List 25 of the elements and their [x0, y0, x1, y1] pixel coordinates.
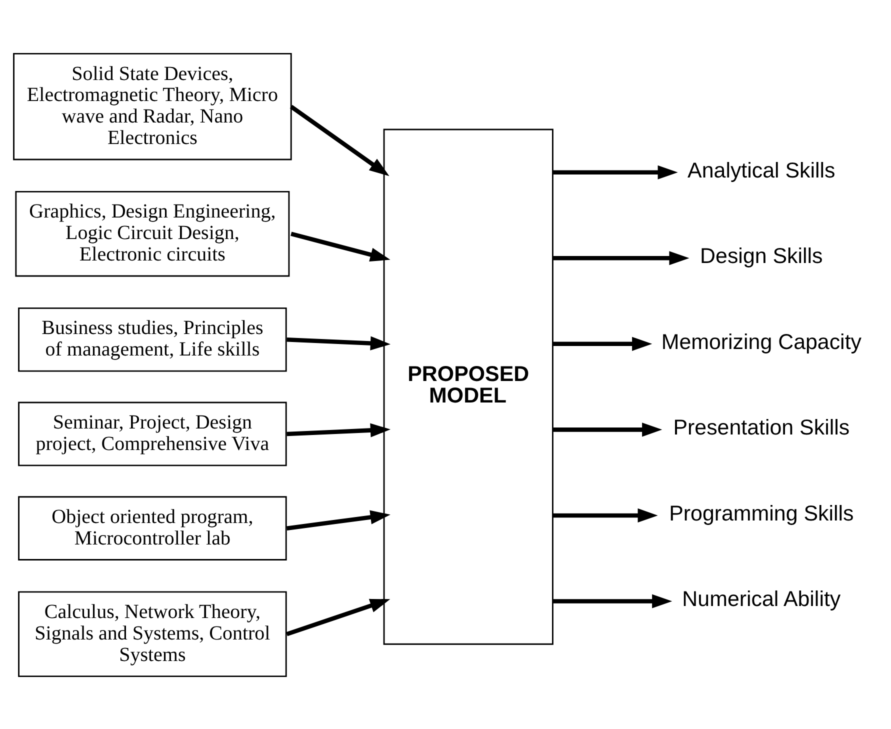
- node-text: Numerical Ability: [682, 586, 841, 611]
- arrow: [286, 598, 390, 636]
- node-text: Memorizing Capacity: [661, 329, 862, 354]
- arrow: [552, 594, 672, 608]
- arrow: [290, 104, 390, 176]
- node-box: Business studies, Principles of management, Life skills: [18, 306, 287, 372]
- node-box: Calculus, Network Theory, Signals and Systems, Control Systems: [18, 590, 287, 676]
- arrow: [290, 231, 390, 261]
- arrow: [552, 164, 678, 179]
- node-text: Design Skills: [700, 244, 823, 268]
- node-box: Seminar, Project, Design project, Comprehensive Viva: [18, 401, 287, 466]
- node-text: Programming Skills: [669, 500, 854, 525]
- arrow: [552, 508, 658, 522]
- arrow: [552, 336, 652, 350]
- arrow: [286, 510, 390, 530]
- arrow: [552, 422, 662, 436]
- node-text: Presentation Skills: [673, 415, 850, 440]
- arrow: [286, 336, 391, 350]
- arrow: [552, 250, 690, 265]
- node-box: Graphics, Design Engineering, Logic Circuit Design, Electronic circuits: [15, 190, 290, 276]
- arrow: [286, 422, 391, 437]
- node-box: PROPOSED MODEL: [383, 128, 554, 644]
- node-box: Solid State Devices, Electromagnetic Theory, Micro wave and Radar, Nano Electronics: [13, 52, 292, 160]
- node-text: Analytical Skills: [688, 158, 836, 182]
- node-box: Object oriented program, Microcontroller lab: [18, 496, 287, 560]
